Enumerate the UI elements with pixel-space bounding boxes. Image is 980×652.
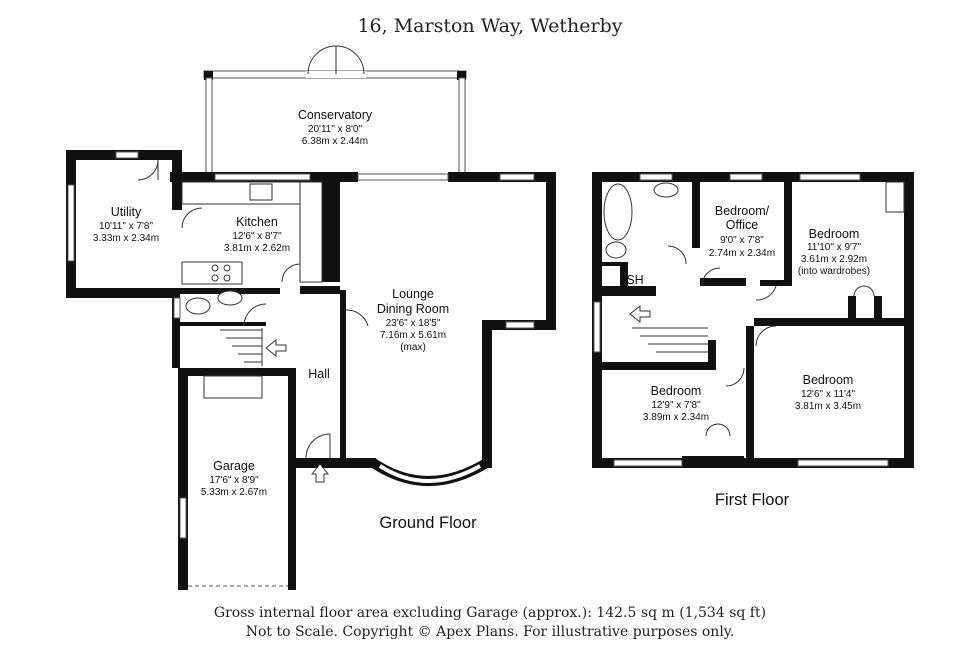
- svg-text:(max): (max): [400, 342, 426, 353]
- svg-text:Garage: Garage: [213, 459, 255, 473]
- first-walls: [592, 172, 914, 468]
- svg-text:Kitchen: Kitchen: [236, 215, 278, 229]
- plan-title: 16, Marston Way, Wetherby: [357, 15, 622, 37]
- svg-text:12'6" x 11'4": 12'6" x 11'4": [801, 389, 856, 400]
- conservatory-label: Conservatory 20'11" x 8'0" 6.38m x 2.44m: [298, 108, 373, 147]
- svg-text:10'11" x 7'8": 10'11" x 7'8": [99, 221, 154, 232]
- svg-text:3.33m x 2.34m: 3.33m x 2.34m: [93, 233, 159, 244]
- copyright-note: Not to Scale. Copyright © Apex Plans. Fo…: [246, 624, 735, 640]
- svg-text:3.81m x 3.45m: 3.81m x 3.45m: [795, 401, 861, 412]
- first-floor-label: First Floor: [715, 491, 790, 509]
- utility-label: Utility 10'11" x 7'8" 3.33m x 2.34m: [93, 205, 159, 244]
- svg-text:Utility: Utility: [111, 205, 142, 219]
- shower-label: SH: [626, 273, 643, 287]
- kitchen-label: Kitchen 12'6" x 8'7" 3.81m x 2.62m: [224, 215, 290, 254]
- svg-text:Dining Room: Dining Room: [377, 302, 449, 316]
- svg-text:Office: Office: [726, 218, 758, 232]
- svg-text:Bedroom/: Bedroom/: [715, 204, 770, 218]
- svg-text:11'10" x 9'7": 11'10" x 9'7": [807, 242, 862, 253]
- svg-text:3.81m x 2.62m: 3.81m x 2.62m: [224, 243, 290, 254]
- svg-text:23'6" x 18'5": 23'6" x 18'5": [386, 318, 441, 329]
- svg-text:Bedroom: Bedroom: [803, 373, 854, 387]
- conservatory-structure: [203, 45, 467, 175]
- svg-text:Lounge: Lounge: [392, 287, 434, 301]
- svg-text:6.38m x 2.44m: 6.38m x 2.44m: [302, 136, 368, 147]
- ground-floor-label: Ground Floor: [379, 514, 477, 532]
- hall-label: Hall: [308, 367, 330, 381]
- bedroom-1-label: Bedroom 11'10" x 9'7" 3.61m x 2.92m (int…: [798, 227, 870, 277]
- floor-area-note: Gross internal floor area excluding Gara…: [214, 605, 766, 621]
- svg-text:(into wardrobes): (into wardrobes): [798, 266, 870, 277]
- bedroom-office-label: Bedroom/ Office 9'0" x 7'8" 2.74m x 2.34…: [709, 204, 775, 259]
- garage-label: Garage 17'6" x 8'9" 5.33m x 2.67m: [201, 459, 267, 498]
- svg-text:12'9" x 7'8": 12'9" x 7'8": [651, 400, 701, 411]
- svg-text:12'6" x 8'7": 12'6" x 8'7": [232, 231, 282, 242]
- svg-text:2.74m x 2.34m: 2.74m x 2.34m: [709, 248, 775, 259]
- svg-text:Bedroom: Bedroom: [651, 384, 702, 398]
- first-floor-plan: Bedroom/ Office 9'0" x 7'8" 2.74m x 2.34…: [592, 172, 914, 509]
- bedroom-2-label: Bedroom 12'9" x 7'8" 3.89m x 2.34m: [643, 384, 709, 423]
- svg-text:9'0" x 7'8": 9'0" x 7'8": [720, 235, 764, 246]
- svg-text:20'11" x 8'0": 20'11" x 8'0": [308, 124, 363, 135]
- svg-text:Conservatory: Conservatory: [298, 108, 373, 122]
- svg-text:3.89m x 2.34m: 3.89m x 2.34m: [643, 412, 709, 423]
- svg-text:3.61m x 2.92m: 3.61m x 2.92m: [801, 254, 867, 265]
- bedroom-3-label: Bedroom 12'6" x 11'4" 3.81m x 3.45m: [795, 373, 861, 412]
- svg-text:7.16m x 5.61m: 7.16m x 5.61m: [380, 330, 446, 341]
- ground-floor-plan: Conservatory 20'11" x 8'0" 6.38m x 2.44m…: [66, 45, 556, 590]
- svg-text:17'6" x 8'9": 17'6" x 8'9": [209, 475, 259, 486]
- lounge-label: Lounge Dining Room 23'6" x 18'5" 7.16m x…: [377, 287, 449, 353]
- kitchen-fittings: [181, 181, 323, 366]
- first-fittings: [603, 182, 875, 437]
- ground-walls: [66, 150, 556, 590]
- svg-text:Bedroom: Bedroom: [809, 227, 860, 241]
- svg-text:5.33m x 2.67m: 5.33m x 2.67m: [201, 487, 267, 498]
